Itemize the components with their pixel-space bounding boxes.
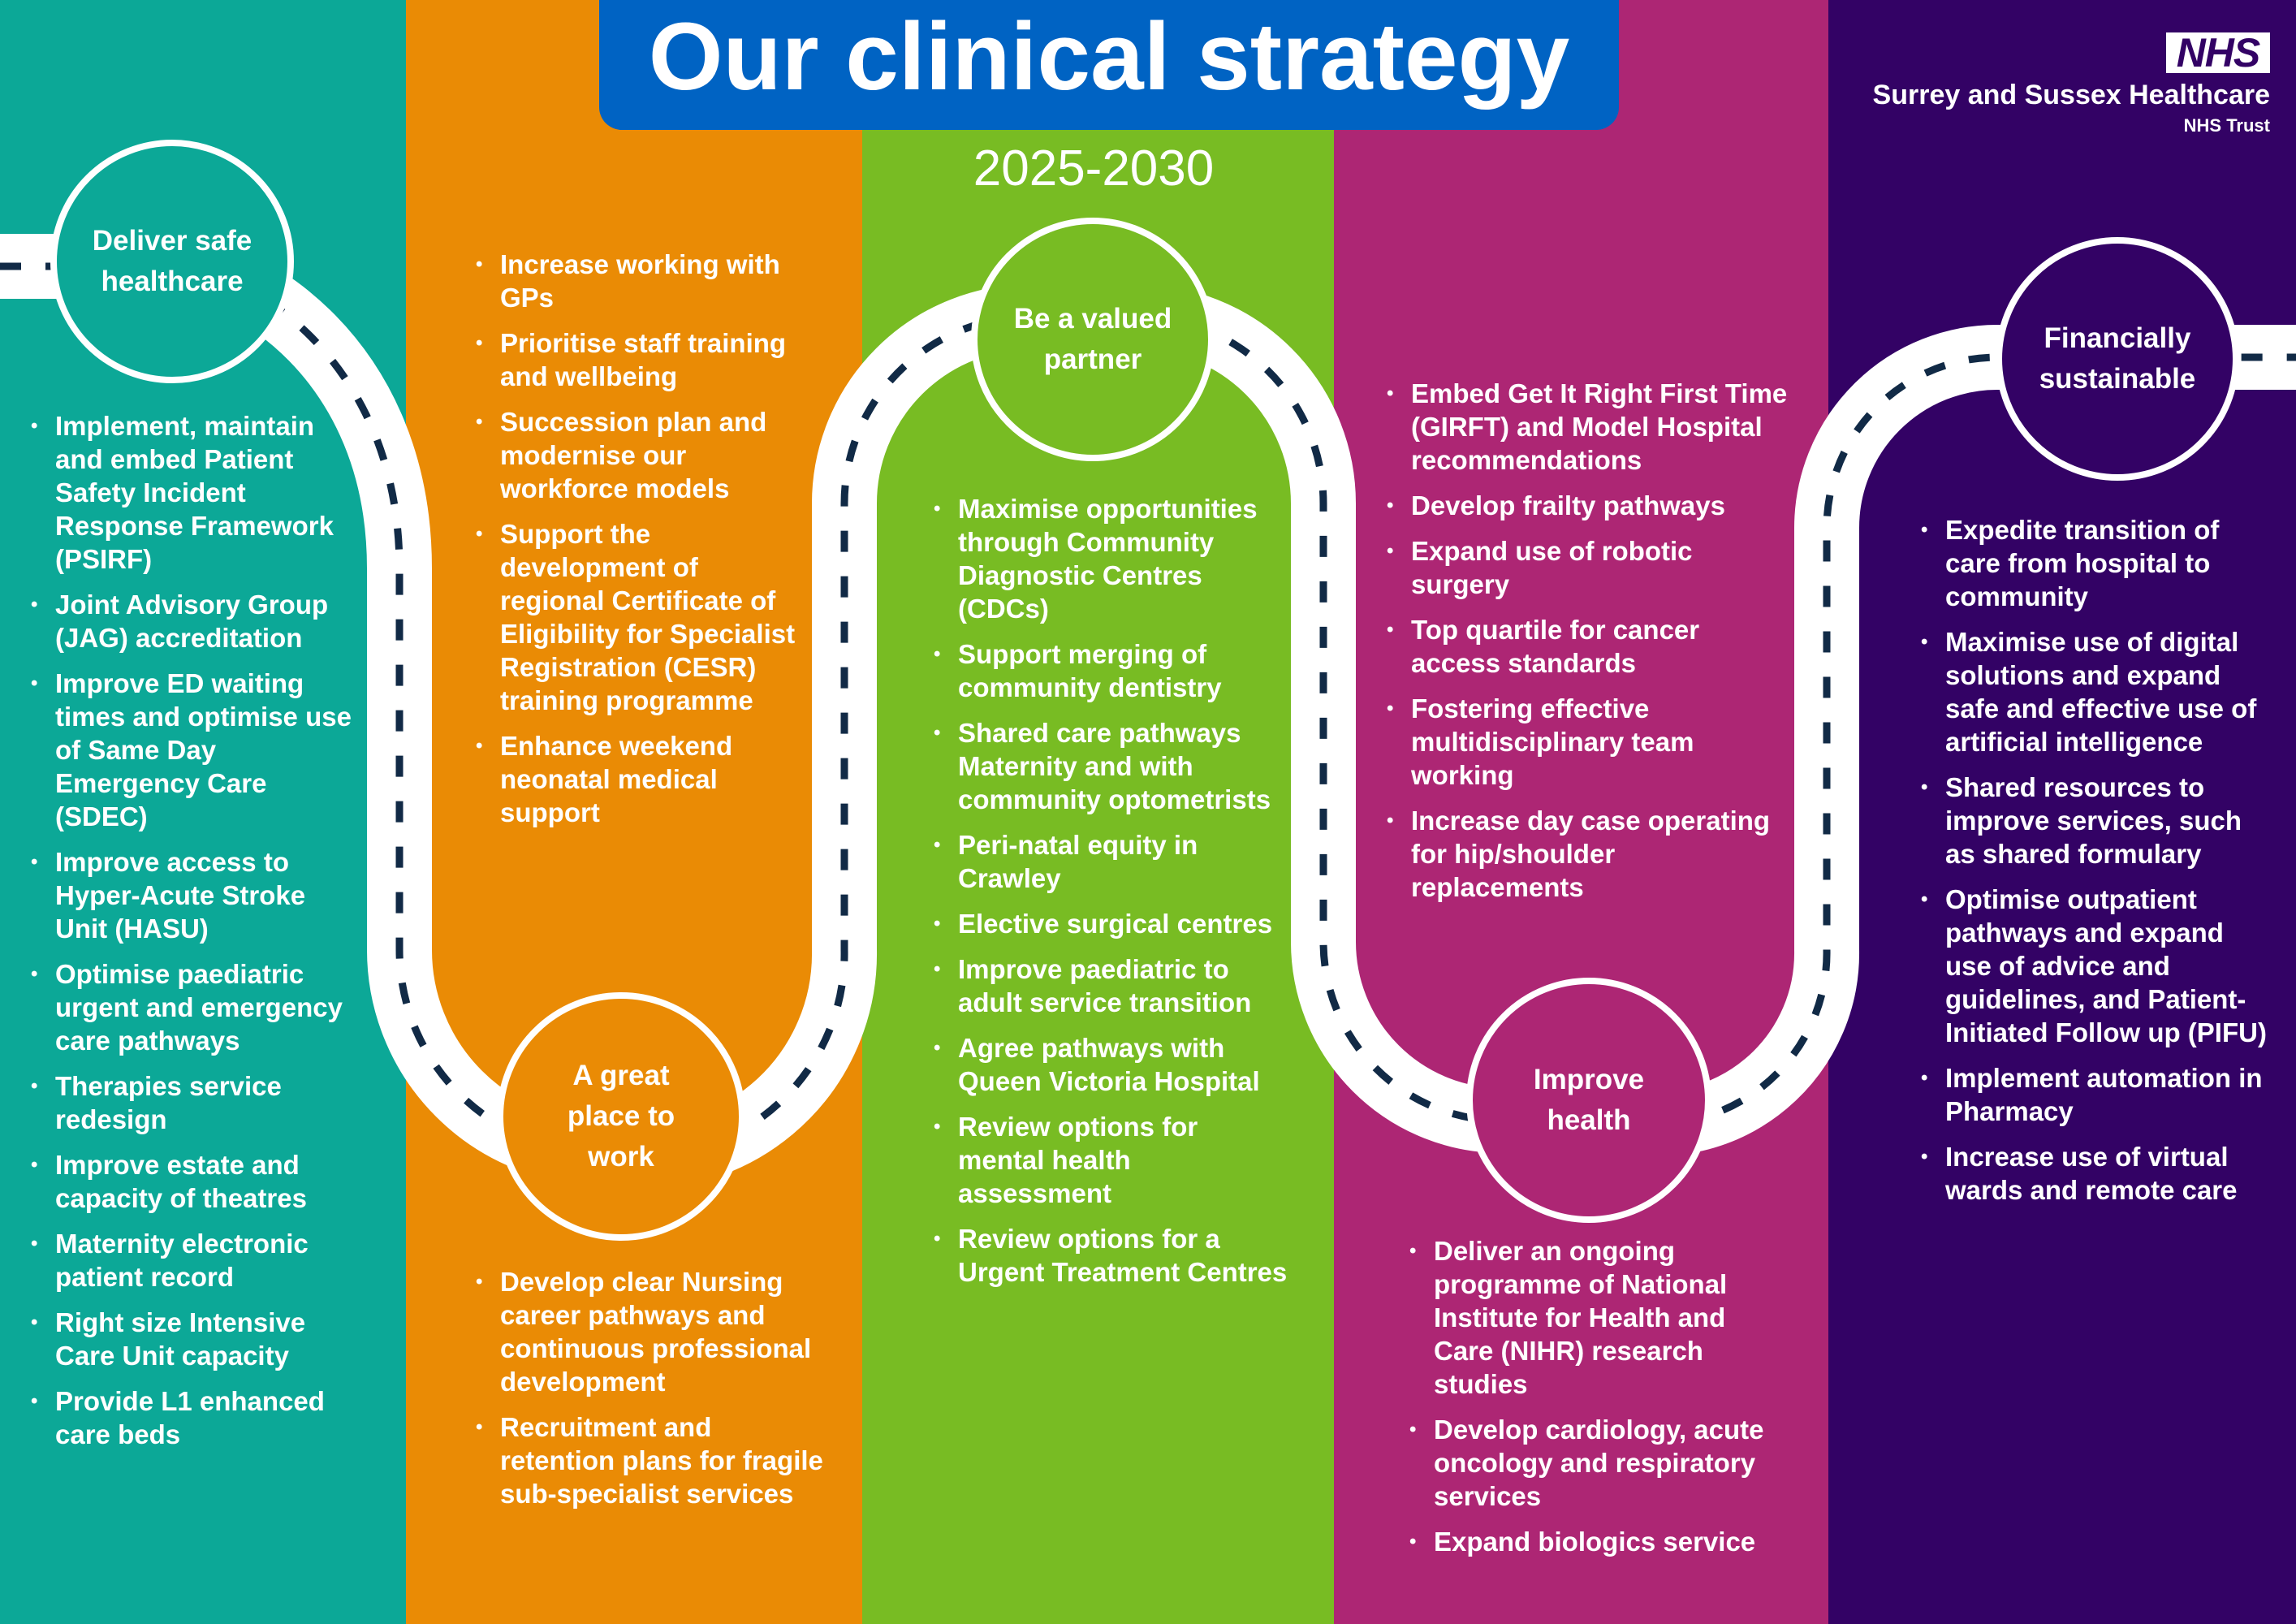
list-item: Expand biologics service <box>1409 1525 1791 1558</box>
node-valued-partner: Be a valued partner <box>971 218 1215 461</box>
node-label: partner <box>1043 343 1142 375</box>
list-valued-partner: Maximise opportunities through Community… <box>934 492 1291 1301</box>
list-item: Prioritise staff training and wellbeing <box>476 326 809 393</box>
list-item: Peri-natal equity in Crawley <box>934 828 1291 895</box>
node-label: Improve <box>1533 1064 1645 1095</box>
node-label: A great <box>572 1060 670 1091</box>
list-item: Enhance weekend neonatal medical support <box>476 729 809 829</box>
list-item: Expand use of robotic surgery <box>1387 534 1793 601</box>
list-item: Right size Intensive Care Unit capacity <box>31 1306 364 1372</box>
list-item: Optimise outpatient pathways and expand … <box>1921 883 2270 1049</box>
list-item: Joint Advisory Group (JAG) accreditation <box>31 588 364 654</box>
list-item: Recruitment and retention plans for frag… <box>476 1410 825 1510</box>
list-item: Succession plan and modernise our workfo… <box>476 405 809 505</box>
list-item: Agree pathways with Queen Victoria Hospi… <box>934 1031 1291 1098</box>
org-name: Surrey and Sussex Healthcare <box>1872 80 2270 110</box>
list-item: Implement, maintain and embed Patient Sa… <box>31 409 364 576</box>
list-item: Implement automation in Pharmacy <box>1921 1061 2270 1128</box>
list-item: Shared care pathways Maternity and with … <box>934 716 1291 816</box>
list-item: Improve access to Hyper-Acute Stroke Uni… <box>31 845 364 945</box>
list-great-place-to-work-bottom: Develop clear Nursing career pathways an… <box>476 1265 825 1522</box>
list-item: Develop cardiology, acute oncology and r… <box>1409 1413 1791 1513</box>
list-item: Increase working with GPs <box>476 248 809 314</box>
org-sub: NHS Trust <box>2183 115 2270 136</box>
list-item: Maternity electronic patient record <box>31 1227 364 1294</box>
node-deliver-safe-healthcare: Deliver safe healthcare <box>50 140 294 383</box>
node-label: Financially <box>2044 322 2191 354</box>
list-item: Develop clear Nursing career pathways an… <box>476 1265 825 1398</box>
list-item: Support merging of community dentistry <box>934 637 1291 704</box>
list-item: Therapies service redesign <box>31 1069 364 1136</box>
list-item: Optimise paediatric urgent and emergency… <box>31 957 364 1057</box>
node-great-place-to-work: A great place to work <box>497 992 745 1241</box>
list-item: Support the development of regional Cert… <box>476 517 809 717</box>
list-item: Review options for mental health assessm… <box>934 1110 1291 1210</box>
list-item: Review options for a Urgent Treatment Ce… <box>934 1222 1291 1289</box>
node-improve-health: Improve health <box>1466 978 1711 1223</box>
list-item: Deliver an ongoing programme of National… <box>1409 1234 1791 1401</box>
title-banner: Our clinical strategy <box>599 0 1619 130</box>
list-item: Improve paediatric to adult service tran… <box>934 952 1291 1019</box>
list-item: Maximise opportunities through Community… <box>934 492 1291 625</box>
list-great-place-to-work-top: Increase working with GPs Prioritise sta… <box>476 248 809 841</box>
list-item: Improve ED waiting times and optimise us… <box>31 667 364 833</box>
list-item: Improve estate and capacity of theatres <box>31 1148 364 1215</box>
list-item: Maximise use of digital solutions and ex… <box>1921 625 2270 758</box>
strategy-years: 2025-2030 <box>973 140 1215 197</box>
node-label: work <box>588 1141 654 1173</box>
list-improve-health-bottom: Deliver an ongoing programme of National… <box>1409 1234 1791 1570</box>
node-label: Be a valued <box>1013 303 1172 335</box>
node-financially-sustainable: Financially sustainable <box>1996 237 2239 481</box>
list-item: Develop frailty pathways <box>1387 489 1793 522</box>
list-improve-health-top: Embed Get It Right First Time (GIRFT) an… <box>1387 377 1793 916</box>
list-item: Increase day case operating for hip/shou… <box>1387 804 1793 904</box>
list-financially-sustainable: Expedite transition of care from hospita… <box>1921 513 2270 1219</box>
page-title: Our clinical strategy <box>648 3 1570 110</box>
node-label: health <box>1547 1104 1631 1136</box>
list-item: Elective surgical centres <box>934 907 1291 940</box>
nhs-logo: NHS <box>2166 32 2270 73</box>
list-item: Expedite transition of care from hospita… <box>1921 513 2270 613</box>
node-label: Deliver safe <box>92 225 252 257</box>
list-item: Shared resources to improve services, su… <box>1921 771 2270 870</box>
list-item: Provide L1 enhanced care beds <box>31 1384 364 1451</box>
node-label: healthcare <box>101 266 244 297</box>
list-deliver-safe-healthcare: Implement, maintain and embed Patient Sa… <box>31 409 364 1463</box>
list-item: Fostering effective multidisciplinary te… <box>1387 692 1793 792</box>
list-item: Embed Get It Right First Time (GIRFT) an… <box>1387 377 1793 477</box>
list-item: Top quartile for cancer access standards <box>1387 613 1793 680</box>
node-label: sustainable <box>2039 363 2196 395</box>
node-label: place to <box>567 1100 675 1132</box>
list-item: Increase use of virtual wards and remote… <box>1921 1140 2270 1207</box>
